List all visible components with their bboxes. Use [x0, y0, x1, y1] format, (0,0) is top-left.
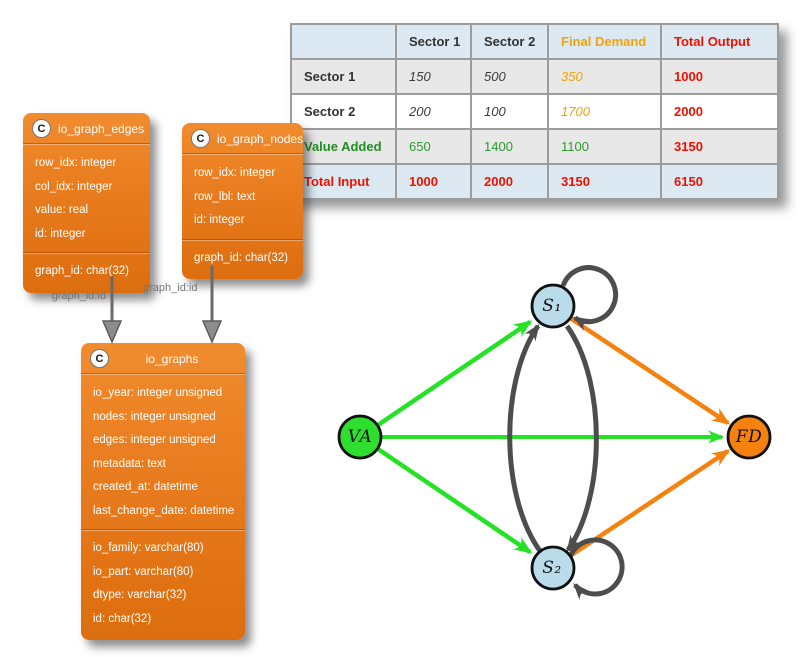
entity-key-fields: graph_id: char(32) [23, 252, 150, 293]
entity-io-graphs: C io_graphs io_year: integer unsigned no… [81, 343, 245, 640]
field: created_at: datetime [93, 481, 198, 493]
entity-fields: row_idx: integer row_lbl: text id: integ… [182, 154, 303, 237]
entity-key-fields: io_family: varchar(80) io_part: varchar(… [81, 529, 245, 640]
table-cell: 1700 [547, 93, 662, 130]
col-header-total-output: Total Output [660, 23, 779, 60]
io-table-container: Sector 1 Sector 2 Final Demand Total Out… [290, 23, 779, 200]
row-label: Value Added [290, 128, 397, 165]
table-cell: 1000 [395, 163, 472, 200]
relation-arrowhead-icon [101, 320, 123, 344]
edge-s1-self-loop [560, 265, 619, 332]
field: id: integer [35, 227, 86, 240]
corner-cell [290, 23, 397, 60]
table-cell: 650 [395, 128, 472, 165]
edge-s2-self-loop [567, 537, 625, 601]
field: metadata: text [93, 457, 166, 470]
table-row: Total Input 1000 2000 3150 6150 [290, 163, 779, 200]
table-cell: 2000 [660, 93, 779, 130]
field: dtype: varchar(32) [93, 589, 187, 601]
field: id: integer [194, 214, 245, 226]
class-badge-icon: C [191, 129, 210, 148]
entity-title: io_graph_edges [58, 121, 145, 136]
class-badge-icon: C [90, 349, 109, 368]
row-label: Sector 2 [290, 93, 397, 130]
node-fd [726, 414, 772, 460]
table-row: Value Added 650 1400 1100 3150 [290, 128, 779, 165]
field: nodes: integer unsigned [93, 410, 216, 423]
field: edges: integer unsigned [93, 434, 216, 446]
relation-arrowhead-icon [201, 320, 223, 344]
node-label-va: VA [348, 427, 372, 447]
table-row: Sector 2 200 100 1700 2000 [290, 93, 779, 130]
entity-title: io_graphs [145, 351, 199, 366]
field: io_family: varchar(80) [93, 542, 204, 554]
table-row: Sector 1 150 500 350 1000 [290, 58, 779, 95]
entity-header: C io_graph_edges [23, 113, 150, 144]
field: last_change_date: datetime [93, 504, 235, 517]
table-cell: 1100 [547, 128, 662, 165]
field: io_year: integer unsigned [93, 387, 223, 399]
field: id: char(32) [93, 612, 152, 625]
col-header-final-demand: Final Demand [547, 23, 662, 60]
col-header-sector1: Sector 1 [395, 23, 472, 60]
relation-label: graph_id:id [51, 290, 106, 302]
entity-header: C io_graphs [81, 343, 245, 374]
field: value: real [35, 204, 89, 216]
row-label: Total Input [290, 163, 397, 200]
table-cell: 350 [547, 58, 662, 95]
node-s2 [530, 545, 576, 591]
table-cell: 1400 [470, 128, 549, 165]
entity-fields: io_year: integer unsigned nodes: integer… [81, 374, 245, 527]
node-s1 [530, 283, 576, 329]
field: row_lbl: text [194, 190, 256, 203]
table-cell: 1000 [660, 58, 779, 95]
field: io_part: varchar(80) [93, 565, 194, 578]
node-label-s1: S₁ [542, 296, 561, 316]
entity-io-graph-edges: C io_graph_edges row_idx: integer col_id… [23, 113, 150, 293]
field: row_idx: integer [35, 157, 117, 169]
edge-s2-fd [568, 449, 731, 558]
edge-s1-fd [568, 316, 731, 425]
entity-io-graph-nodes: C io_graph_nodes row_idx: integer row_lb… [182, 123, 303, 279]
table-cell: 150 [395, 58, 472, 95]
table-cell: 200 [395, 93, 472, 130]
table-cell: 100 [470, 93, 549, 130]
edge-s1-s2 [564, 324, 599, 553]
table-cell: 6150 [660, 163, 779, 200]
entity-fields: row_idx: integer col_idx: integer value:… [23, 144, 150, 250]
node-label-s2: S₂ [542, 558, 561, 578]
field: graph_id: char(32) [194, 251, 288, 264]
table-cell: 3150 [660, 128, 779, 165]
field: row_idx: integer [194, 167, 276, 179]
table-header-row: Sector 1 Sector 2 Final Demand Total Out… [290, 23, 779, 60]
col-header-sector2: Sector 2 [470, 23, 549, 60]
table-cell: 3150 [547, 163, 662, 200]
row-label: Sector 1 [290, 58, 397, 95]
edge-va-s1 [376, 320, 533, 427]
entity-header: C io_graph_nodes [182, 123, 303, 154]
entity-key-fields: graph_id: char(32) [182, 238, 303, 280]
node-va [337, 414, 383, 460]
node-label-fd: FD [735, 427, 762, 447]
entity-title: io_graph_nodes [217, 131, 304, 146]
relation-label: graph_id:id [143, 282, 198, 294]
field: graph_id: char(32) [35, 265, 129, 277]
edge-s2-s1 [507, 323, 543, 553]
class-badge-icon: C [32, 119, 51, 138]
io-flow-graph: VA S₁ S₂ FD [337, 265, 772, 601]
edge-va-s2 [376, 447, 533, 554]
table-cell: 500 [470, 58, 549, 95]
io-table: Sector 1 Sector 2 Final Demand Total Out… [290, 23, 779, 200]
field: col_idx: integer [35, 180, 113, 193]
table-cell: 2000 [470, 163, 549, 200]
